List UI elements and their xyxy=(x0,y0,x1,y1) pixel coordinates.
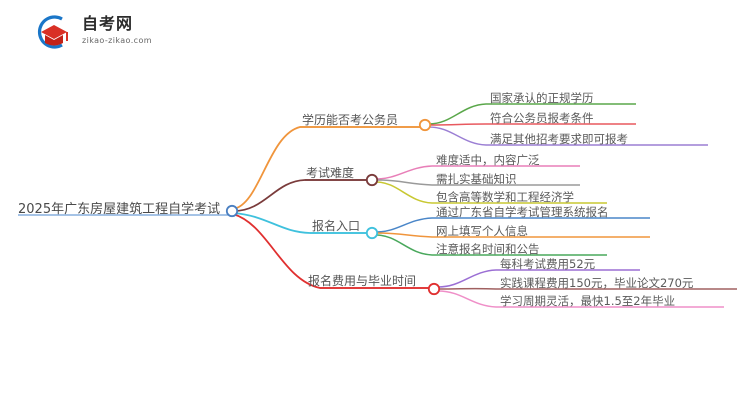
branch-node-3[interactable] xyxy=(427,282,441,296)
leaf-connector-2-1 xyxy=(376,232,650,238)
leaf-connector-1-0 xyxy=(375,165,580,180)
leaf-connector-1-2 xyxy=(375,181,607,204)
leaf-label-3-2[interactable]: 学习周期灵活，最快1.5至2年毕业 xyxy=(500,294,676,308)
root-node-label[interactable]: 2025年广东房屋建筑工程自学考试 xyxy=(18,202,221,217)
leaf-label-0-1[interactable]: 符合公务员报考条件 xyxy=(490,111,594,125)
branch-label-3[interactable]: 报名费用与毕业时间 xyxy=(308,274,417,288)
site-logo: 自考网 zikao-zikao.com xyxy=(0,0,170,62)
branch-node-0[interactable] xyxy=(418,118,432,132)
leaf-connector-1-1 xyxy=(376,179,580,186)
leaf-connector-0-0 xyxy=(428,103,636,125)
leaf-label-0-2[interactable]: 满足其他招考要求即可报考 xyxy=(490,132,628,146)
branch-connector-2 xyxy=(233,212,369,234)
logo-title-cn: 自考网 xyxy=(82,14,134,33)
leaf-label-1-2[interactable]: 包含高等数学和工程经济学 xyxy=(436,190,574,204)
branch-node-2[interactable] xyxy=(365,226,379,240)
branch-node-1[interactable] xyxy=(365,173,379,187)
leaf-label-0-0[interactable]: 国家承认的正规学历 xyxy=(490,91,594,105)
leaf-connector-3-0 xyxy=(437,269,640,288)
branch-label-0[interactable]: 学历能否考公务员 xyxy=(302,113,399,127)
leaf-connector-2-0 xyxy=(375,217,650,233)
branch-connector-0 xyxy=(232,126,421,210)
branch-label-2[interactable]: 报名入口 xyxy=(312,219,361,233)
leaf-connector-0-2 xyxy=(428,126,708,146)
leaf-connector-0-1 xyxy=(429,123,636,126)
logo-url: zikao-zikao.com xyxy=(82,36,152,45)
leaf-label-3-1[interactable]: 实践课程费用150元，毕业论文270元 xyxy=(500,276,694,290)
branch-label-1[interactable]: 考试难度 xyxy=(306,166,355,180)
leaf-connector-3-2 xyxy=(437,290,724,308)
branch-connector-1 xyxy=(233,179,369,212)
leaf-label-1-0[interactable]: 难度适中，内容广泛 xyxy=(436,153,540,167)
leaf-label-2-1[interactable]: 网上填写个人信息 xyxy=(436,224,528,238)
logo-text: 自考网 zikao-zikao.com xyxy=(82,14,172,47)
root-node[interactable] xyxy=(225,204,239,218)
leaf-label-2-0[interactable]: 通过广东省自学考试管理系统报名 xyxy=(436,205,609,219)
leaf-connector-2-2 xyxy=(375,234,607,256)
leaf-label-3-0[interactable]: 每科考试费用52元 xyxy=(500,257,596,271)
branch-connector-3 xyxy=(232,213,431,289)
graduation-cap-icon xyxy=(32,14,76,50)
leaf-label-2-2[interactable]: 注意报名时间和公告 xyxy=(436,242,540,256)
leaf-label-1-1[interactable]: 需扎实基础知识 xyxy=(436,172,517,186)
